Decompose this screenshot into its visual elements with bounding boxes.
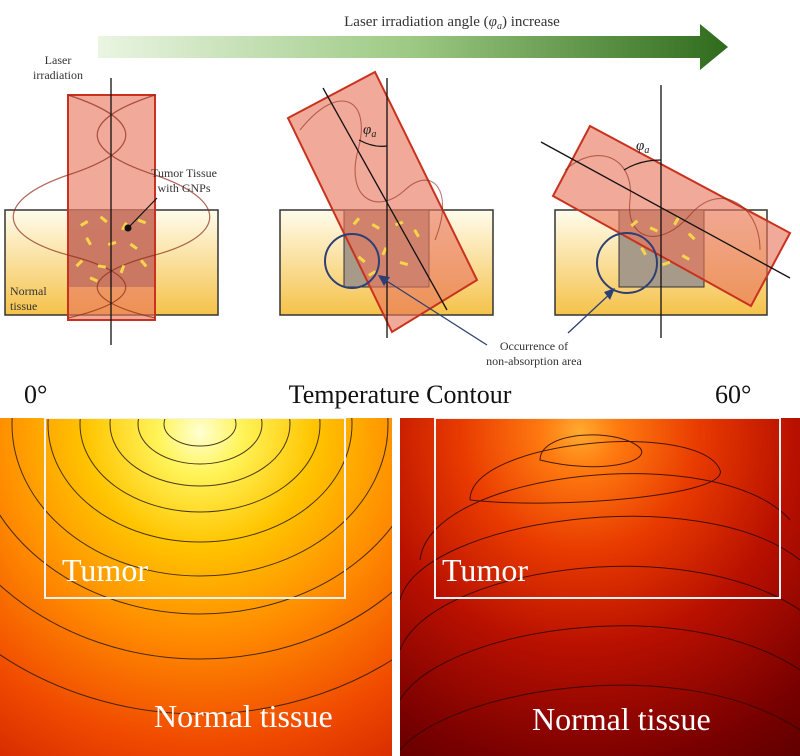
tumor-pointer-dot — [124, 224, 132, 232]
non-absorption-circle — [324, 233, 380, 289]
angle-arc — [623, 159, 662, 171]
beam-wave — [299, 100, 444, 241]
annotation-line2: non-absorption area — [486, 354, 582, 368]
panel-large-angle — [540, 85, 792, 338]
beam-axis — [540, 141, 791, 279]
tumor-label-line2: with GNPs — [157, 181, 210, 195]
laser-beam — [551, 124, 792, 308]
isotherm-lines — [0, 418, 392, 715]
tumor-label-line1: Tumor Tissue — [151, 166, 217, 180]
normal-label-line2: tissue — [10, 299, 37, 313]
left-tumor-label: Tumor — [62, 552, 148, 588]
gnp-particles — [630, 217, 696, 267]
normal-label-line1: Normal — [10, 284, 47, 298]
angle-increase-arrow — [98, 24, 728, 70]
panel-medium-angle — [279, 70, 494, 346]
right-angle-label: 60° — [715, 380, 751, 409]
contour-title: Temperature Contour — [289, 380, 512, 409]
angle-arc — [358, 139, 388, 147]
right-tumor-label: Tumor — [442, 552, 528, 588]
annotation-pointer — [567, 291, 613, 334]
contour-map-sixty — [400, 418, 800, 756]
laser-label-line2: irradiation — [33, 68, 83, 82]
non-absorption-circle — [596, 232, 658, 294]
annotation-line1: Occurrence of — [500, 339, 568, 353]
angle-label: φa — [363, 122, 376, 140]
right-normal-label: Normal tissue — [532, 701, 711, 737]
gnp-particles — [75, 215, 148, 283]
tumor-region-box — [44, 418, 346, 599]
angle-label: φa — [636, 138, 649, 156]
annotation-pointer — [381, 277, 488, 346]
left-angle-label: 0° — [24, 380, 47, 409]
beam-axis — [322, 87, 448, 311]
beam-wave — [564, 155, 761, 251]
gnp-particles — [352, 217, 420, 277]
panel-zero-angle — [4, 78, 219, 345]
arrow-label: Laser irradiation angle (φa) increase — [344, 14, 560, 32]
contour-map-zero — [0, 418, 392, 756]
tumor-region-box — [434, 418, 781, 599]
left-normal-label: Normal tissue — [154, 698, 333, 734]
laser-label-line1: Laser — [45, 53, 72, 67]
beam-wave — [12, 94, 127, 319]
tumor-pointer-line — [127, 197, 158, 229]
isotherm-lines — [400, 434, 800, 751]
